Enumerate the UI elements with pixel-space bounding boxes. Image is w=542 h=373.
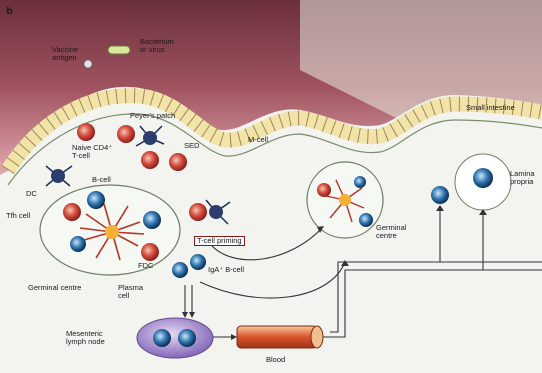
label-t-cell-priming: T-cell priming (194, 236, 245, 246)
label-b-cell: B-cell (92, 176, 111, 184)
bacterium (108, 46, 130, 54)
b-cell (169, 153, 187, 171)
iga-b-cell (190, 254, 206, 270)
vaccine-antigen (84, 60, 92, 68)
label-lamina-propria: Lamina propria (510, 170, 535, 186)
label-bacterium: Bacterium or virus (140, 38, 174, 54)
label-small-intestine: Small intestine (466, 104, 515, 112)
germinal-cell (354, 176, 366, 188)
label-naive-cd4: Naive CD4⁺ T-cell (72, 144, 112, 160)
label-blood: Blood (266, 356, 285, 364)
label-germinal-centre-left: Germinal centre (28, 284, 81, 292)
germinal-cell (141, 243, 159, 261)
label-sed: SED (184, 142, 199, 150)
germinal-cell (70, 236, 86, 252)
germinal-cell (317, 183, 331, 197)
label-m-cell: M-cell (248, 136, 268, 144)
node-cell (153, 329, 171, 347)
dc-cell (46, 166, 72, 186)
plasma-cell (172, 262, 188, 278)
label-iga-b-cell: IgA⁺ B-cell (208, 266, 244, 274)
naive-t-cell (117, 125, 135, 143)
label-germinal-centre-right: Germinal centre (376, 224, 406, 240)
germinal-cell (63, 203, 81, 221)
node-cell (178, 329, 196, 347)
panel-label: b (6, 6, 13, 17)
dc-cell (206, 200, 230, 224)
germinal-cell (143, 211, 161, 229)
priming-cell (189, 203, 207, 221)
label-tfh-cell: Tfh cell (6, 212, 30, 220)
label-mesenteric-lymph-node: Mesenteric lymph node (66, 330, 105, 346)
label-dc: DC (26, 190, 37, 198)
blood-vessel (237, 326, 317, 348)
germinal-cell (87, 191, 105, 209)
migrating-cell (431, 186, 449, 204)
label-peyers-patch: Peyer's patch (130, 112, 175, 120)
b-cell (141, 151, 159, 169)
label-vaccine-antigen: Vaccine antigen (52, 46, 78, 62)
plasma-cell-lp (473, 168, 493, 188)
label-fdc: FDC (138, 262, 153, 270)
germinal-cell (359, 213, 373, 227)
mesenteric-lymph-node (137, 318, 213, 358)
label-plasma-cell: Plasma cell (118, 284, 143, 300)
dc-cell (136, 126, 164, 146)
naive-t-cell (77, 123, 95, 141)
